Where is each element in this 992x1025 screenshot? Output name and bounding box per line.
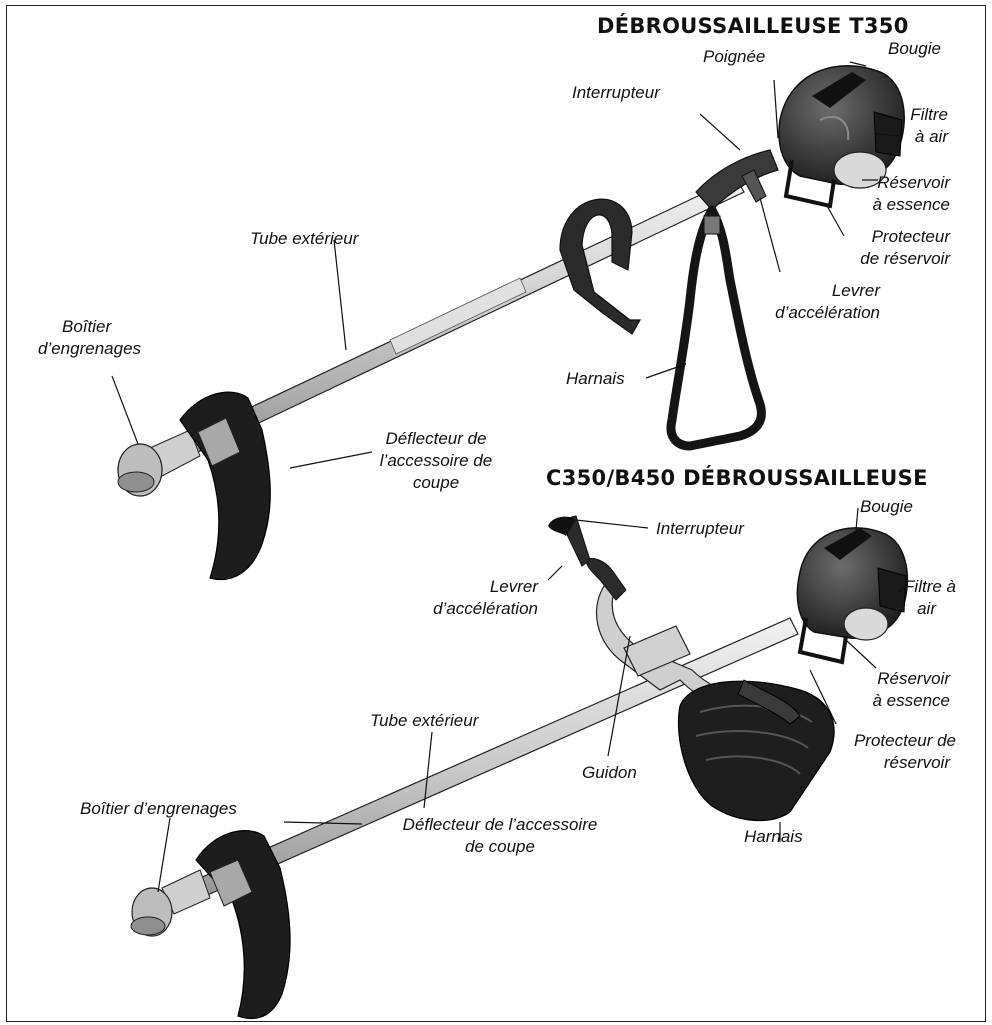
t350-label-filtre-l1: Filtre bbox=[896, 104, 948, 125]
c350-harness bbox=[678, 680, 834, 821]
c350-label-deflecteur-l1: Déflecteur de l’accessoire bbox=[370, 814, 630, 835]
t350-label-bougie: Bougie bbox=[888, 38, 941, 59]
c350-title: C350/B450 DÉBROUSSAILLEUSE bbox=[546, 466, 928, 490]
t350-label-boitier-l1: Boîtier bbox=[62, 316, 111, 337]
c350-label-deflecteur-l2: de coupe bbox=[370, 836, 630, 857]
c350-label-levrer-l1: Levrer bbox=[406, 576, 538, 597]
t350-gear-head bbox=[118, 430, 200, 496]
c350-label-reservoir-l1: Réservoir bbox=[850, 668, 950, 689]
c350-label-tube: Tube extérieur bbox=[370, 710, 478, 731]
c350-label-filtre-l2: air bbox=[880, 598, 936, 619]
t350-label-deflecteur-l2: l’accessoire de bbox=[366, 450, 506, 471]
c350-label-protecteur-l2: réservoir bbox=[820, 752, 950, 773]
t350-label-poignee: Poignée bbox=[703, 46, 765, 67]
t350-label-levrer-l2: d’accélération bbox=[740, 302, 880, 323]
t350-label-tube: Tube extérieur bbox=[250, 228, 358, 249]
t350-label-deflecteur-l1: Déflecteur de bbox=[366, 428, 506, 449]
t350-label-reservoir-l2: à essence bbox=[850, 194, 950, 215]
t350-label-interrupteur: Interrupteur bbox=[572, 82, 660, 103]
t350-title: DÉBROUSSAILLEUSE T350 bbox=[597, 14, 909, 38]
c350-label-protecteur-l1: Protecteur de bbox=[820, 730, 956, 751]
c350-label-bougie: Bougie bbox=[860, 496, 913, 517]
t350-label-levrer-l1: Levrer bbox=[740, 280, 880, 301]
t350-label-protecteur-l2: de réservoir bbox=[820, 248, 950, 269]
t350-label-filtre-l2: à air bbox=[896, 126, 948, 147]
c350-label-interrupteur: Interrupteur bbox=[656, 518, 744, 539]
t350-label-boitier-l2: d’engrenages bbox=[38, 338, 141, 359]
c350-gear-head bbox=[131, 870, 210, 936]
c350-label-guidon: Guidon bbox=[582, 762, 637, 783]
c350-label-filtre-l1: Filtre à bbox=[880, 576, 956, 597]
t350-label-deflecteur-l3: coupe bbox=[366, 472, 506, 493]
t350-label-harnais: Harnais bbox=[566, 368, 625, 389]
c350-label-reservoir-l2: à essence bbox=[850, 690, 950, 711]
t350-label-reservoir-l1: Réservoir bbox=[850, 172, 950, 193]
c350-label-harnais: Harnais bbox=[744, 826, 803, 847]
t350-label-protecteur-l1: Protecteur bbox=[820, 226, 950, 247]
c350-label-levrer-l2: d’accélération bbox=[406, 598, 538, 619]
c350-label-boitier: Boîtier d’engrenages bbox=[80, 798, 237, 819]
